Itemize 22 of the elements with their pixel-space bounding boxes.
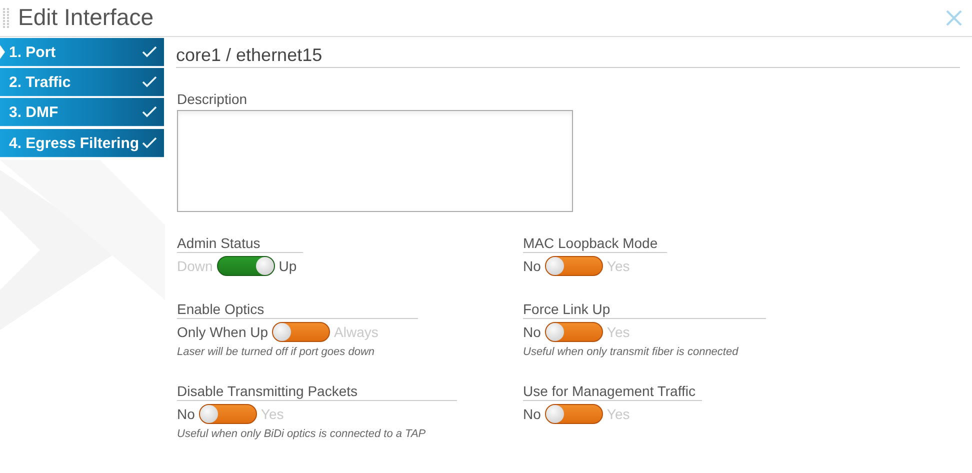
step-tab: 1. Port (0, 38, 164, 67)
setting-label: Use for Management Traffic (523, 383, 696, 399)
toggle-option-label: No (523, 406, 541, 422)
toggle-option-label: No (523, 324, 541, 340)
toggle-option-label: No (177, 406, 195, 422)
dialog-title: Edit Interface (18, 4, 154, 31)
help-text: Laser will be turned off if port goes down (177, 346, 375, 358)
setting-label: MAC Loopback Mode (523, 235, 658, 251)
step-tab: 3. DMF (0, 98, 164, 127)
step-tab: 2. Traffic (0, 68, 164, 97)
setting-label: Force Link Up (523, 301, 610, 317)
interface-name: core1 / ethernet15 (176, 45, 322, 66)
help-text: Useful when only transmit fiber is connected (523, 346, 738, 358)
help-text: Useful when only BiDi optics is connected to a TAP (177, 428, 426, 440)
field-label: Description (177, 91, 248, 107)
setting-label: Admin Status (177, 235, 260, 251)
toggle-option-label: Only When Up (177, 324, 268, 340)
setting-label: Enable Optics (177, 301, 264, 317)
step-tab: 4. Egress Filtering (0, 129, 164, 158)
toggle-option-label: No (523, 258, 541, 274)
toggle-option-label: Up (278, 258, 297, 274)
setting-label: Disable Transmitting Packets (177, 383, 358, 399)
